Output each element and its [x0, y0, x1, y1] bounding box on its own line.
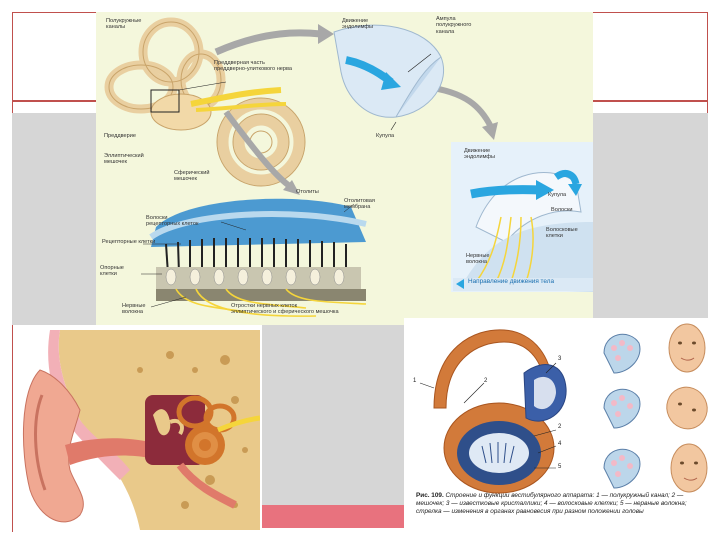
label-hair-cells: Волосковые клетки [546, 227, 578, 240]
label-semicircular-canals: Полукружные каналы [106, 18, 141, 31]
label-nerve-fibers: Нервные волокна [466, 253, 489, 266]
label-receptor-hairs: Волоски рецепторных клеток [146, 215, 198, 228]
figure-number-3: 3 [558, 356, 561, 362]
content-gray-column [262, 325, 404, 505]
vestibular-apparatus-figure: Полукружные каналы Преддверная часть пре… [96, 12, 593, 325]
label-cupula-mid: Купула [376, 133, 394, 139]
accent-pink-bar [262, 505, 404, 528]
figure-caption-text: Строение и функции вестибулярного аппара… [416, 492, 687, 515]
figure-number-2b: 2 [558, 424, 561, 430]
vestibular-function-figure: 1 2 3 2 4 5 Рис. 109. Строение и функции… [404, 318, 720, 540]
label-vestibule: Преддверие [104, 133, 136, 139]
label-spherical-sac: Сферический мешочек [174, 170, 210, 183]
figure-caption: Рис. 109. Строение и функции вестибулярн… [416, 492, 706, 517]
label-endolymph-motion-right: Движение эндолимфы [464, 148, 495, 161]
label-vestibular-nerve: Преддверная часть преддверно-улиткового … [214, 60, 292, 73]
label-cupula-right: Купула [548, 192, 566, 198]
label-elliptical-sac: Эллиптический мешочек [104, 153, 144, 166]
label-ampulla-canal: Ампула полукружного канала [436, 16, 471, 35]
ear-cross-section-figure [20, 330, 260, 530]
label-head-motion-direction: Направление движения тела [468, 279, 554, 285]
label-otoliths: Отолиты [296, 189, 319, 195]
label-otolith-membrane: Отолитовая мембрана [344, 198, 375, 211]
label-receptor-cells: Рецепторные клетки [102, 239, 155, 245]
label-endolymph-motion-top: Движение эндолимфы [342, 18, 373, 31]
figure-caption-title: Рис. 109. [416, 492, 444, 499]
figure-number-5: 5 [558, 464, 561, 470]
figure-number-1: 1 [413, 378, 416, 384]
label-supporting-cells: Опорные клетки [100, 265, 124, 278]
figure-number-2: 2 [484, 378, 487, 384]
figure-number-4: 4 [558, 441, 561, 447]
label-nerve-branches: Отростки нервных клеток эллиптического и… [231, 303, 339, 316]
label-hairs: Волоски [551, 207, 573, 213]
label-nerve-fibers-bottom: Нервные волокна [122, 303, 145, 316]
ear-cross-section-drawing [20, 330, 260, 530]
